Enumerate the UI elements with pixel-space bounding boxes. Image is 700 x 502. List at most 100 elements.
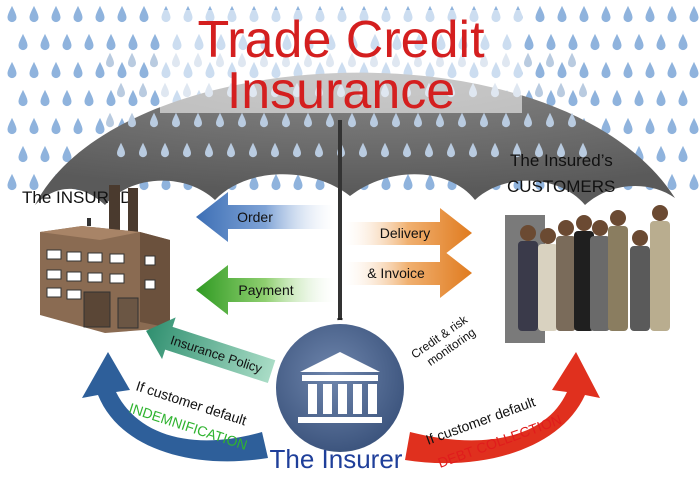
rain-drop <box>623 61 633 79</box>
rain-drop <box>568 52 576 68</box>
rain-drop <box>7 117 17 135</box>
rain-drop <box>95 117 105 135</box>
rain-drop <box>139 142 147 158</box>
rain-drop <box>293 142 301 158</box>
rain-drop <box>40 145 50 163</box>
rain-drop <box>150 89 160 107</box>
rain-drop <box>95 5 105 23</box>
rain-drop <box>557 5 567 23</box>
rain-drop <box>106 52 114 68</box>
customers-label-line2: CUSTOMERS <box>507 177 615 196</box>
rain-drop <box>513 142 521 158</box>
rain-drop <box>18 33 28 51</box>
rain-drop <box>392 112 400 128</box>
rain-drop <box>161 173 171 191</box>
rain-drop <box>601 5 611 23</box>
rain-drop <box>579 142 587 158</box>
person-figure <box>518 225 538 331</box>
rain-drop <box>568 112 576 128</box>
rain-drop <box>656 33 666 51</box>
order-label: Order <box>237 209 273 225</box>
rain-drop <box>348 112 356 128</box>
rain-drop <box>546 89 556 107</box>
rain-drop <box>260 112 268 128</box>
rain-drop <box>128 112 136 128</box>
rain-drop <box>502 112 510 128</box>
rain-drop <box>128 89 138 107</box>
person-figure <box>650 205 670 331</box>
rain-drop <box>601 61 611 79</box>
rain-drop <box>128 33 138 51</box>
rain-drop <box>546 52 554 68</box>
customers-label-line1: The Insured’s <box>510 151 613 170</box>
rain-drop <box>623 117 633 135</box>
rain-drop <box>535 61 545 79</box>
person-figure <box>574 215 594 331</box>
title: Trade Credit Insurance <box>160 10 522 120</box>
rain-drop <box>590 33 600 51</box>
rain-drop <box>623 5 633 23</box>
rain-drop <box>645 5 655 23</box>
rain-drop <box>579 5 589 23</box>
rain-drop <box>403 142 411 158</box>
rain-drop <box>29 173 39 191</box>
rain-drop <box>612 33 622 51</box>
rain-drop <box>29 117 39 135</box>
rain-drop <box>656 145 666 163</box>
rain-drop <box>480 112 488 128</box>
rain-drop <box>436 112 444 128</box>
indemnification-curve-arrow: If customer default INDEMNIFICATION <box>82 352 268 462</box>
rain-drop <box>634 33 644 51</box>
rain-drop <box>293 173 303 191</box>
rain-drop <box>40 33 50 51</box>
rain-drop <box>546 33 556 51</box>
rain-drop <box>183 142 191 158</box>
rain-drop <box>612 89 622 107</box>
rain-drop <box>634 89 644 107</box>
debt-collection-curve-arrow: If customer default DEBT COLLECTION <box>405 352 600 471</box>
rain-drop <box>18 145 28 163</box>
rain-drop <box>117 5 127 23</box>
order-arrow: Order <box>196 192 335 242</box>
rain-drop <box>62 33 72 51</box>
person-figure <box>538 228 558 331</box>
rain-drop <box>29 5 39 23</box>
rain-drop <box>249 173 259 191</box>
rain-drop <box>381 173 391 191</box>
payment-arrow: Payment <box>196 265 335 315</box>
rain-drop <box>425 142 433 158</box>
person-figure <box>608 210 628 331</box>
insurer-label: The Insurer <box>270 444 403 474</box>
rain-drop <box>557 142 565 158</box>
rain-drop <box>51 5 61 23</box>
rain-drop <box>557 61 567 79</box>
delivery-arrow: Delivery <box>344 208 472 258</box>
rain-drop <box>326 112 334 128</box>
rain-drop <box>557 82 565 98</box>
rain-drop <box>150 112 158 128</box>
rain-drop <box>29 61 39 79</box>
rain-drop <box>656 89 666 107</box>
rain-drop <box>667 61 677 79</box>
rain-drop <box>645 61 655 79</box>
rain-drop <box>139 82 147 98</box>
rain-drop <box>84 89 94 107</box>
rain-drop <box>678 33 688 51</box>
rain-drop <box>73 61 83 79</box>
rain-drop <box>546 112 554 128</box>
rain-drop <box>491 142 499 158</box>
rain-drop <box>678 89 688 107</box>
rain-drop <box>535 142 543 158</box>
rain-drop <box>117 142 125 158</box>
rain-drop <box>304 112 312 128</box>
business-people-icon <box>505 205 670 343</box>
rain-drop <box>568 33 578 51</box>
rain-drop <box>7 61 17 79</box>
rain-drop <box>568 89 578 107</box>
bank-building-icon <box>272 320 408 456</box>
title-line2: Insurance <box>227 62 455 120</box>
rain-drop <box>238 112 246 128</box>
rain-drop <box>524 33 534 51</box>
title-line1: Trade Credit <box>197 11 485 69</box>
